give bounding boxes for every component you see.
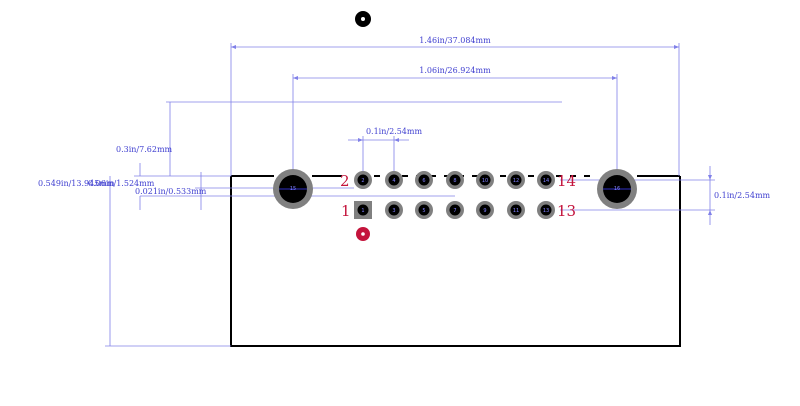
pad-number: 5 <box>422 208 425 214</box>
hole-diameter-label: 0.021in/0.533mm <box>135 187 207 196</box>
pad-number: 7 <box>453 208 456 214</box>
pad: 3 <box>385 201 403 219</box>
dimension-mount-spacing: 1.06in/26.924mm <box>292 66 618 176</box>
pitch-horizontal-label: 0.1in/2.54mm <box>366 127 423 136</box>
mount-hole-left: 15 <box>273 169 313 209</box>
pin-label-top-left: 2 <box>340 172 350 190</box>
pad-number: 11 <box>513 208 519 214</box>
pad: 7 <box>446 201 464 219</box>
pin1-marker <box>356 227 370 241</box>
overall-width-label: 1.46in/37.084mm <box>419 36 491 45</box>
pad-number: 9 <box>483 208 486 214</box>
dimension-overall-width: 1.46in/37.084mm <box>230 36 680 176</box>
pin-label-bottom-right: 13 <box>557 202 576 220</box>
pad-number: 8 <box>453 178 456 184</box>
pad: 11 <box>507 201 525 219</box>
dimension-pitch-vertical: 0.1in/2.54mm <box>560 166 771 225</box>
pad: 14 <box>537 171 555 189</box>
mount-right-number: 16 <box>614 186 620 192</box>
pad: 2 <box>354 171 372 189</box>
mount-left-number: 15 <box>290 186 296 192</box>
dimension-pad-size: 0.06in/1.524mm <box>88 172 354 210</box>
origin-marker <box>355 11 371 27</box>
pad-size-label: 0.06in/1.524mm <box>88 179 155 188</box>
pad: 13 <box>537 201 555 219</box>
pad-number: 4 <box>392 178 395 184</box>
pad: 12 <box>507 171 525 189</box>
pad-number: 3 <box>392 208 395 214</box>
pad-row-bottom: 1 3 5 7 9 11 13 <box>354 201 555 219</box>
dimension-row-offset: 0.3in/7.62mm <box>116 145 231 210</box>
pitch-vertical-label: 0.1in/2.54mm <box>714 191 771 200</box>
pad: 10 <box>476 171 494 189</box>
pad: 6 <box>415 171 433 189</box>
pin-label-bottom-left: 1 <box>341 202 351 220</box>
pad: 5 <box>415 201 433 219</box>
pad-number: 6 <box>422 178 425 184</box>
pad-number: 2 <box>361 178 364 184</box>
pad-number: 14 <box>543 178 549 184</box>
pad: 9 <box>476 201 494 219</box>
pad: 8 <box>446 171 464 189</box>
pad: 4 <box>385 171 403 189</box>
dimension-pitch-horizontal: 0.1in/2.54mm <box>348 127 422 176</box>
body-outline <box>230 175 681 347</box>
pad-number: 1 <box>361 208 364 214</box>
pad-pin1: 1 <box>354 201 372 219</box>
overall-height-label: 0.549in/13.945mm <box>38 179 115 188</box>
pin-label-top-right: 14 <box>557 172 576 190</box>
pad-row-top: 2 4 6 8 10 12 14 <box>354 171 555 189</box>
dimension-overall-height: 0.549in/13.945mm <box>38 102 231 347</box>
pad-number: 13 <box>543 208 549 214</box>
pad-number: 10 <box>482 178 488 184</box>
mount-hole-right: 16 <box>597 169 637 209</box>
mount-spacing-label: 1.06in/26.924mm <box>419 66 491 75</box>
pad-number: 12 <box>513 178 519 184</box>
row-offset-label: 0.3in/7.62mm <box>116 145 173 154</box>
